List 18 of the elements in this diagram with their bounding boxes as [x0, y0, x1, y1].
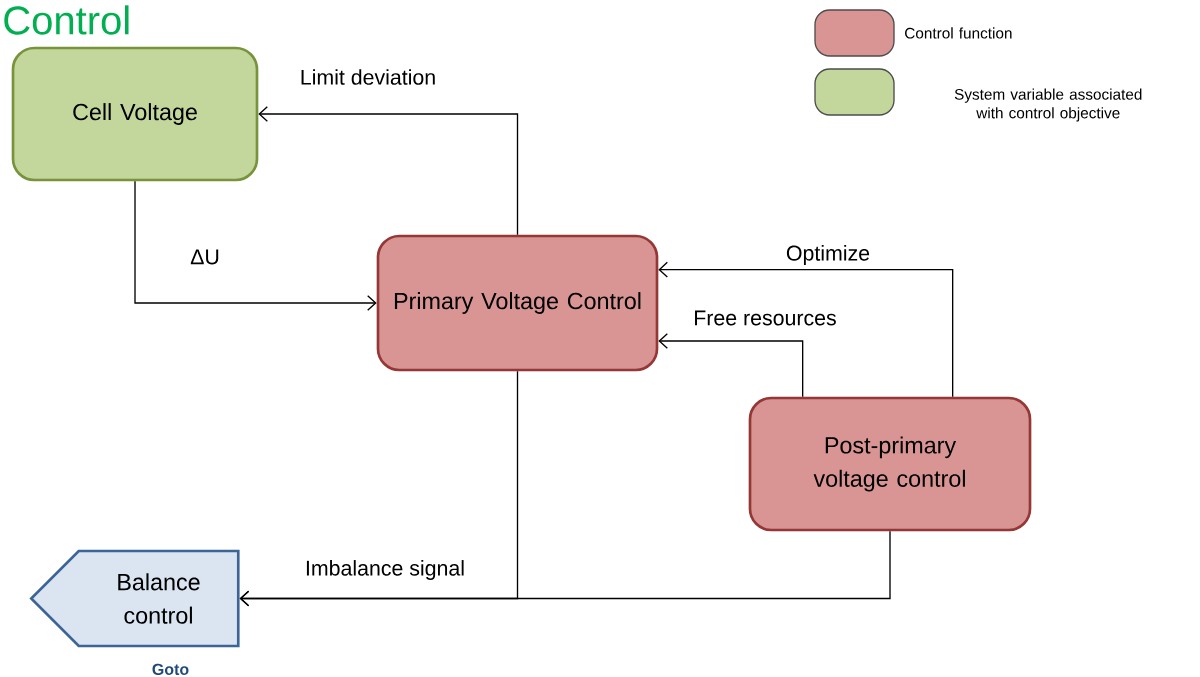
legend-label: System variable associated with control objective — [954, 88, 1142, 122]
edge-label: Optimize — [786, 245, 870, 265]
variable-box: Cell Voltage — [11, 46, 259, 182]
arrow — [658, 261, 954, 398]
arrow — [258, 106, 519, 236]
edge-label: Imbalance signal — [306, 560, 464, 580]
arrow — [658, 333, 804, 398]
control-box: Post-primary voltage control — [748, 396, 1032, 532]
arrow — [134, 180, 377, 311]
legend-label: Control function — [905, 27, 1012, 39]
edge-label: Free resources — [695, 310, 836, 326]
arrow — [239, 530, 891, 607]
goto-pentagon: Balance control — [29, 549, 240, 648]
edge-label: ΔU — [190, 249, 219, 265]
node-label: Goto — [152, 663, 189, 675]
control-box: Primary Voltage Control — [376, 234, 659, 372]
title: Control — [4, 5, 129, 35]
edge-label: Limit deviation — [301, 69, 435, 85]
